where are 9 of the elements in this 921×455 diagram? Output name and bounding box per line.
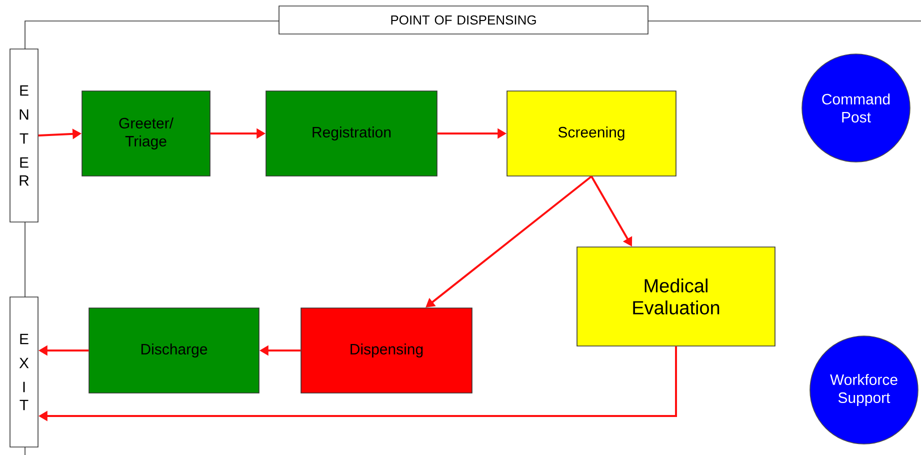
title-box: POINT OF DISPENSING [278, 6, 648, 34]
process-box: Greeter/ Triage [82, 90, 210, 176]
process-box: Discharge [88, 308, 260, 394]
process-box: Registration [266, 90, 438, 176]
process-box: Dispensing [300, 308, 472, 394]
door-box: ENTER [10, 48, 38, 222]
door-box: EXIT [10, 296, 38, 448]
process-box: Medical Evaluation [576, 246, 776, 346]
process-box: Screening [506, 90, 676, 176]
